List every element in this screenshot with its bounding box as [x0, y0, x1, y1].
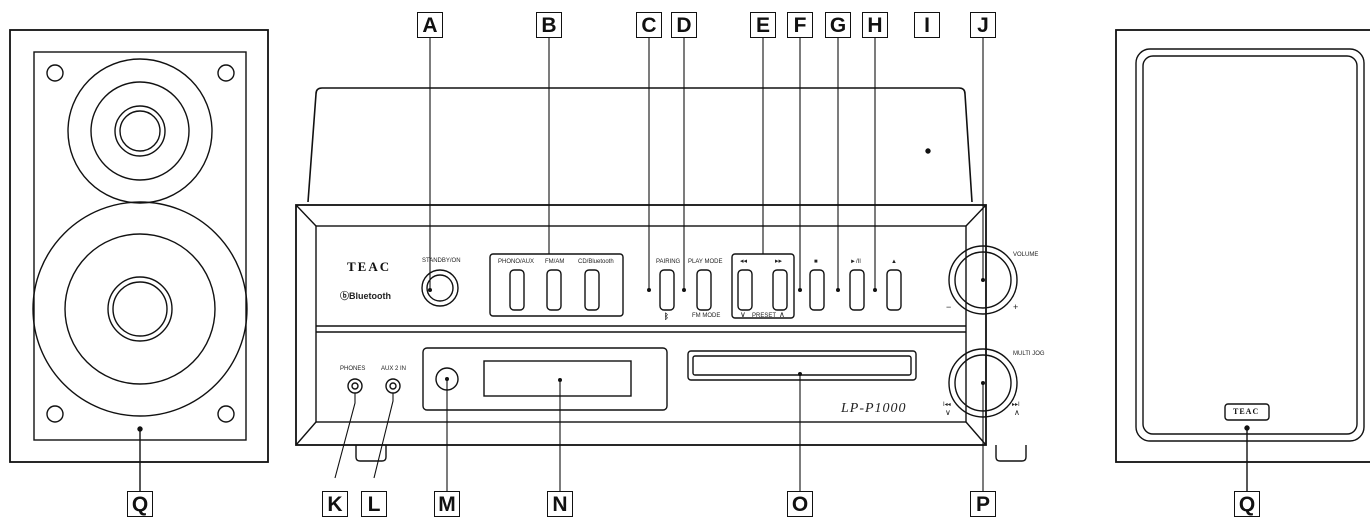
left-speaker — [9, 29, 269, 491]
callout-q-right: Q — [1234, 491, 1260, 517]
callout-e: E — [750, 12, 776, 38]
stop-icon: ■ — [814, 259, 818, 265]
skip-fwd-icon: ▸▸I — [1012, 402, 1020, 408]
source-label-cd: CD/Bluetooth — [578, 259, 614, 265]
callout-o: O — [787, 491, 813, 517]
callout-f: F — [787, 12, 813, 38]
tweeter — [67, 58, 213, 204]
callout-i: I — [914, 12, 940, 38]
callout-j: J — [970, 12, 996, 38]
right-speaker — [1115, 29, 1370, 491]
callout-g: G — [825, 12, 851, 38]
play-pause-icon: ►/II — [850, 259, 861, 265]
multi-jog-label: MULTI JOG — [1013, 351, 1045, 357]
bluetooth-label: Bluetooth — [349, 291, 392, 301]
source-label-fmam: FM/AM — [545, 259, 565, 265]
forward-icon: ▸▸ — [775, 258, 783, 265]
pairing-label: PAIRING — [656, 259, 681, 265]
eject-icon: ▲ — [891, 259, 897, 265]
jog-down-icon: ∨ — [945, 408, 951, 417]
callout-h: H — [862, 12, 888, 38]
brand-logo: TEAC — [347, 259, 392, 274]
dust-cover — [307, 87, 973, 203]
callout-n: N — [547, 491, 573, 517]
phones-label: PHONES — [340, 366, 366, 372]
fm-mode-label: FM MODE — [692, 313, 721, 319]
callout-a: A — [417, 12, 443, 38]
callout-k: K — [322, 491, 348, 517]
volume-label: VOLUME — [1013, 252, 1039, 258]
callout-p: P — [970, 491, 996, 517]
main-unit — [295, 204, 1027, 462]
rewind-icon: ◂◂ — [740, 258, 748, 265]
jog-up-icon: ∧ — [1014, 408, 1020, 417]
bluetooth-icon: ⓑ — [340, 291, 350, 301]
callout-m: M — [434, 491, 460, 517]
preset-down-icon: ∨ — [740, 310, 746, 319]
woofer — [32, 201, 248, 417]
volume-minus: − — [946, 302, 952, 312]
aux2-label: AUX 2 IN — [381, 366, 407, 372]
bluetooth-logo: ⓑBluetooth — [340, 292, 391, 301]
play-mode-label: PLAY MODE — [688, 259, 723, 265]
source-label-phono: PHONO/AUX — [498, 259, 535, 265]
callout-c: C — [636, 12, 662, 38]
callout-l: L — [361, 491, 387, 517]
preset-label: PRESET — [752, 313, 777, 319]
standby-label: STANDBY/ON — [422, 258, 461, 264]
callout-d: D — [671, 12, 697, 38]
callout-b: B — [536, 12, 562, 38]
volume-plus: + — [1013, 302, 1019, 312]
right-speaker-badge: TEAC — [1233, 407, 1260, 416]
preset-up-icon: ∧ — [779, 310, 785, 319]
model-name: LP-P1000 — [841, 401, 907, 416]
callout-q-left: Q — [127, 491, 153, 517]
bluetooth-small-icon: ᛒ — [664, 312, 669, 321]
skip-back-icon: I◂◂ — [943, 402, 951, 408]
